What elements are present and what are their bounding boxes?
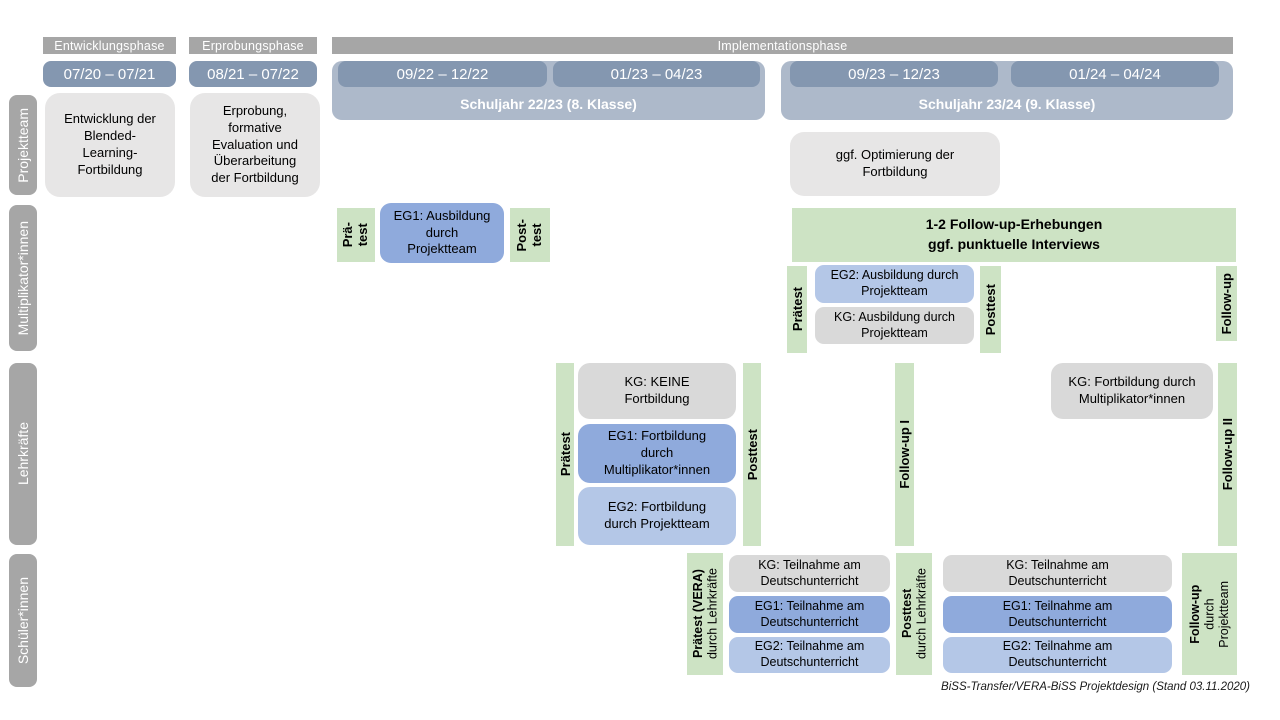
posttest-text: Posttest: [899, 589, 914, 639]
date-bar-0124-0424: 01/24 – 04/24: [1011, 61, 1219, 87]
box-eg2-fortbildung-projektteam: EG2: Fortbildung durch Projektteam: [578, 487, 736, 545]
box-eg2-teilnahme-deutschunterricht-1: EG2: Teilnahme am Deutschunterricht: [729, 637, 890, 673]
posttest-bar-multiplikatoren-2: Posttest: [980, 266, 1001, 353]
praetest-text: Prätest: [557, 432, 573, 477]
phase-bar-entwicklungsphase: Entwicklungsphase: [43, 37, 176, 54]
box-eg1-fortbildung-multiplikatoren: EG1: Fortbildung durch Multiplikator*inn…: [578, 424, 736, 483]
followup-subtext-projektteam: Projektteam: [1216, 580, 1231, 648]
followup-bar-multiplikatoren: Follow-up: [1216, 266, 1237, 341]
praetest-line1: Prä-: [340, 222, 356, 248]
posttest-line2: test: [529, 223, 544, 247]
row-label-projektteam-text: Projektteam: [15, 107, 31, 183]
row-label-lehrkraefte: Lehrkräfte: [9, 363, 37, 545]
phase-bar-erprobungsphase: Erprobungsphase: [189, 37, 317, 54]
box-kg-teilnahme-deutschunterricht-1: KG: Teilnahme am Deutschunterricht: [729, 555, 890, 592]
followup2-text: Follow-up II: [1220, 418, 1235, 491]
box-eg2-teilnahme-deutschunterricht-2: EG2: Teilnahme am Deutschunterricht: [943, 637, 1172, 673]
posttest-bar-lehrkraefte: Posttest: [743, 363, 761, 546]
followup1-text: Follow-up I: [897, 420, 912, 489]
followup-band-line1: 1-2 Follow-up-Erhebungen: [925, 216, 1103, 233]
followup-text: Follow-up: [1219, 272, 1234, 335]
praetest-text: Prätest: [789, 287, 805, 332]
phase-bar-implementationsphase: Implementationsphase: [332, 37, 1233, 54]
row-label-lehrkraefte-text: Lehrkräfte: [15, 422, 31, 486]
praetest-vera-bar-schueler: Prätest (VERA) durch Lehrkräfte: [687, 553, 723, 675]
date-bar-0923-1223: 09/23 – 12/23: [790, 61, 998, 87]
box-entwicklung-fortbildung: Entwicklung der Blended- Learning- Fortb…: [45, 93, 175, 197]
posttest-subtext: durch Lehrkräfte: [914, 568, 928, 660]
box-eg1-teilnahme-deutschunterricht-1: EG1: Teilnahme am Deutschunterricht: [729, 596, 890, 633]
date-bar-0123-0423: 01/23 – 04/23: [553, 61, 760, 87]
posttest-line1: Post-: [514, 218, 530, 252]
row-label-multiplikatorinnen-text: Multiplikator*innen: [15, 220, 31, 336]
posttest-text: Posttest: [744, 428, 760, 481]
date-bar-0922-1222: 09/22 – 12/22: [338, 61, 547, 87]
followup-text: Follow-up: [1187, 584, 1202, 644]
box-eg1-teilnahme-deutschunterricht-2: EG1: Teilnahme am Deutschunterricht: [943, 596, 1172, 633]
followup2-bar-lehrkraefte: Follow-up II: [1218, 363, 1237, 546]
praetest-vera-text: Prätest (VERA): [690, 569, 705, 659]
row-label-schuelerinnen-text: Schüler*innen: [15, 576, 31, 665]
box-eg1-ausbildung-projektteam: EG1: Ausbildung durch Projektteam: [380, 203, 504, 263]
date-bar-0821-0722: 08/21 – 07/22: [189, 61, 317, 87]
date-bar-0720-0721: 07/20 – 07/21: [43, 61, 176, 87]
followup-erhebungen-band: 1-2 Follow-up-Erhebungen ggf. punktuelle…: [792, 208, 1236, 262]
box-eg2-ausbildung-projektteam: EG2: Ausbildung durch Projektteam: [815, 265, 974, 303]
praetest-line2: test: [355, 223, 370, 247]
box-kg-fortbildung-multiplikatoren: KG: Fortbildung durch Multiplikator*inne…: [1051, 363, 1213, 419]
praetest-bar-lehrkraefte: Prätest: [556, 363, 574, 546]
praetest-vera-subtext: durch Lehrkräfte: [705, 568, 719, 660]
followup-band-line2: ggf. punktuelle Interviews: [928, 236, 1100, 252]
followup-projektteam-bar-schueler: Follow-up durch Projektteam: [1182, 553, 1237, 675]
followup1-bar-lehrkraefte: Follow-up I: [895, 363, 914, 546]
box-kg-ausbildung-projektteam: KG: Ausbildung durch Projektteam: [815, 307, 974, 344]
praetest-bar-multiplikatoren-1: Prä- test: [337, 208, 375, 262]
row-label-multiplikatorinnen: Multiplikator*innen: [9, 205, 37, 351]
row-label-projektteam: Projektteam: [9, 95, 37, 195]
box-erprobung-evaluation: Erprobung, formative Evaluation und Über…: [190, 93, 320, 197]
praetest-bar-multiplikatoren-2: Prätest: [787, 266, 807, 353]
followup-subtext-durch: durch: [1202, 598, 1217, 630]
row-label-schuelerinnen: Schüler*innen: [9, 554, 37, 687]
posttest-bar-multiplikatoren-1: Post- test: [510, 208, 550, 262]
posttest-bar-schueler: Posttest durch Lehrkräfte: [896, 553, 932, 675]
box-kg-teilnahme-deutschunterricht-2: KG: Teilnahme am Deutschunterricht: [943, 555, 1172, 592]
box-kg-keine-fortbildung: KG: KEINE Fortbildung: [578, 363, 736, 419]
posttest-text: Posttest: [983, 283, 998, 336]
box-optimierung-fortbildung: ggf. Optimierung der Fortbildung: [790, 132, 1000, 196]
slide-caption: BiSS-Transfer/VERA-BiSS Projektdesign (S…: [941, 681, 1250, 693]
